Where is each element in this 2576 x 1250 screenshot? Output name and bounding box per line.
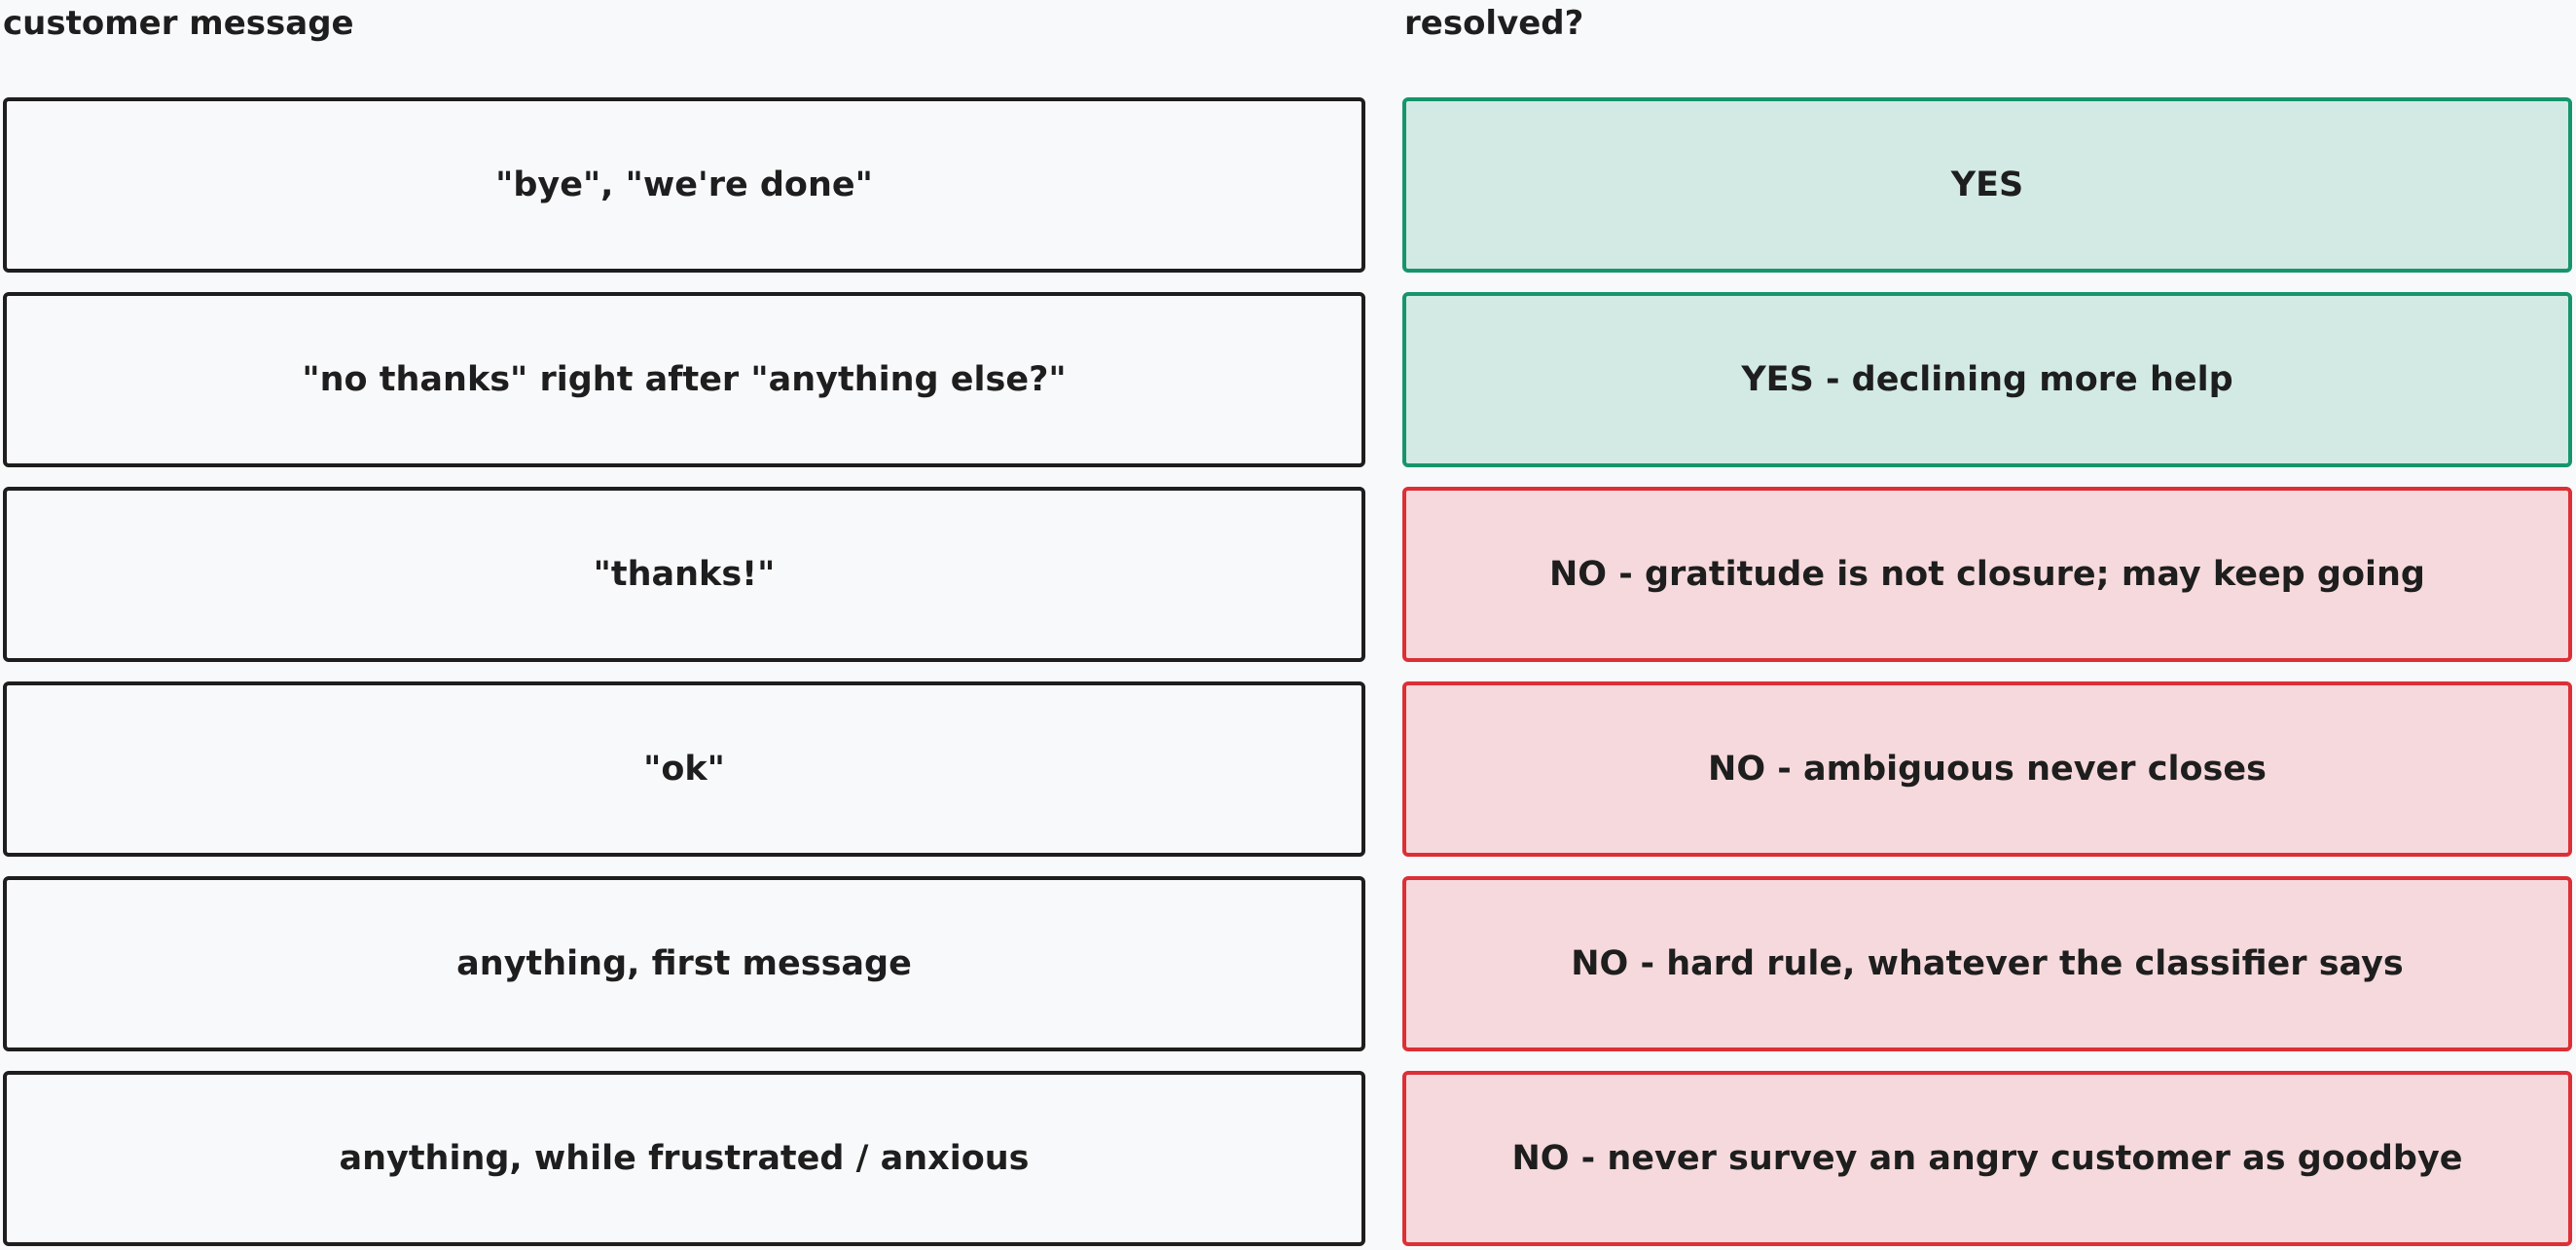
customer-message-cell: anything, while frustrated / anxious [3, 1071, 1365, 1246]
customer-message-cell: "thanks!" [3, 487, 1365, 662]
table-row: "ok" NO - ambiguous never closes [0, 681, 2576, 861]
resolved-no-cell: NO - gratitude is not closure; may keep … [1402, 487, 2572, 662]
table-row: "no thanks" right after "anything else?"… [0, 292, 2576, 471]
resolved-yes-cell: YES [1402, 97, 2572, 273]
table-row: anything, while frustrated / anxious NO … [0, 1071, 2576, 1250]
customer-message-cell: "ok" [3, 681, 1365, 857]
customer-message-cell: "bye", "we're done" [3, 97, 1365, 273]
table-row: "bye", "we're done" YES [0, 97, 2576, 276]
table-row: anything, first message NO - hard rule, … [0, 876, 2576, 1055]
customer-message-header: customer message [3, 4, 354, 43]
table-row: "thanks!" NO - gratitude is not closure;… [0, 487, 2576, 666]
resolved-no-cell: NO - never survey an angry customer as g… [1402, 1071, 2572, 1246]
customer-message-cell: anything, first message [3, 876, 1365, 1051]
resolved-no-cell: NO - hard rule, whatever the classifier … [1402, 876, 2572, 1051]
resolved-header: resolved? [1404, 4, 1584, 43]
resolved-no-cell: NO - ambiguous never closes [1402, 681, 2572, 857]
customer-message-cell: "no thanks" right after "anything else?" [3, 292, 1365, 467]
resolved-yes-cell: YES - declining more help [1402, 292, 2572, 467]
